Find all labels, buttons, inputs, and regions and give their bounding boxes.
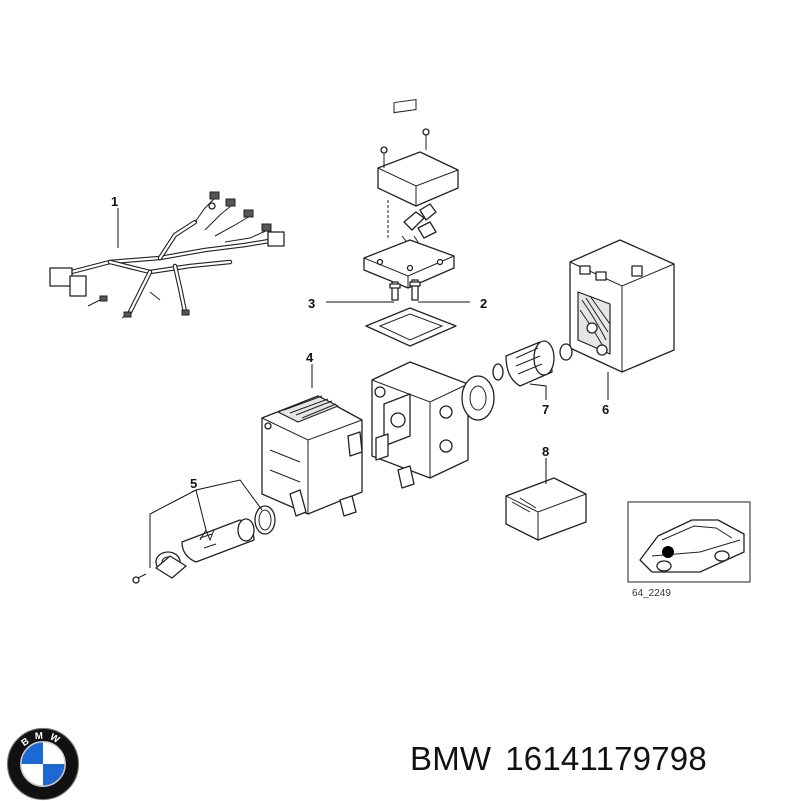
- inset-code: 64_2249: [632, 588, 671, 599]
- vehicle-location-inset: 64_2249: [627, 501, 751, 599]
- part-number: 16141179798: [505, 740, 707, 777]
- location-marker: [662, 546, 674, 558]
- part-1-wiring-harness: [49, 191, 285, 319]
- bmw-logo: BMW: [6, 727, 80, 801]
- control-unit-assembly: [363, 98, 459, 347]
- part-6-heater-unit: [569, 239, 675, 373]
- part-8-kit-package: [505, 477, 587, 541]
- callout-4: 4: [306, 350, 314, 365]
- callout-8: 8: [542, 444, 549, 459]
- part-5-pump-cartridge: [132, 505, 276, 584]
- part-7-filter: [492, 340, 573, 387]
- pump-housing: [371, 361, 495, 489]
- callout-7: 7: [542, 402, 549, 417]
- brand-name: BMW: [410, 740, 492, 777]
- part-4-housing-cover: [261, 395, 363, 517]
- callout-3: 3: [308, 296, 315, 311]
- callout-6: 6: [602, 402, 609, 417]
- callout-2: 2: [480, 296, 487, 311]
- callout-1: 1: [111, 194, 118, 209]
- callout-5: 5: [190, 476, 197, 491]
- callout-numbers: 1 2 3 4 5 6 7 8: [111, 194, 609, 491]
- part-caption: BMW 16141179798: [410, 740, 707, 778]
- leader-lines: [117, 208, 609, 568]
